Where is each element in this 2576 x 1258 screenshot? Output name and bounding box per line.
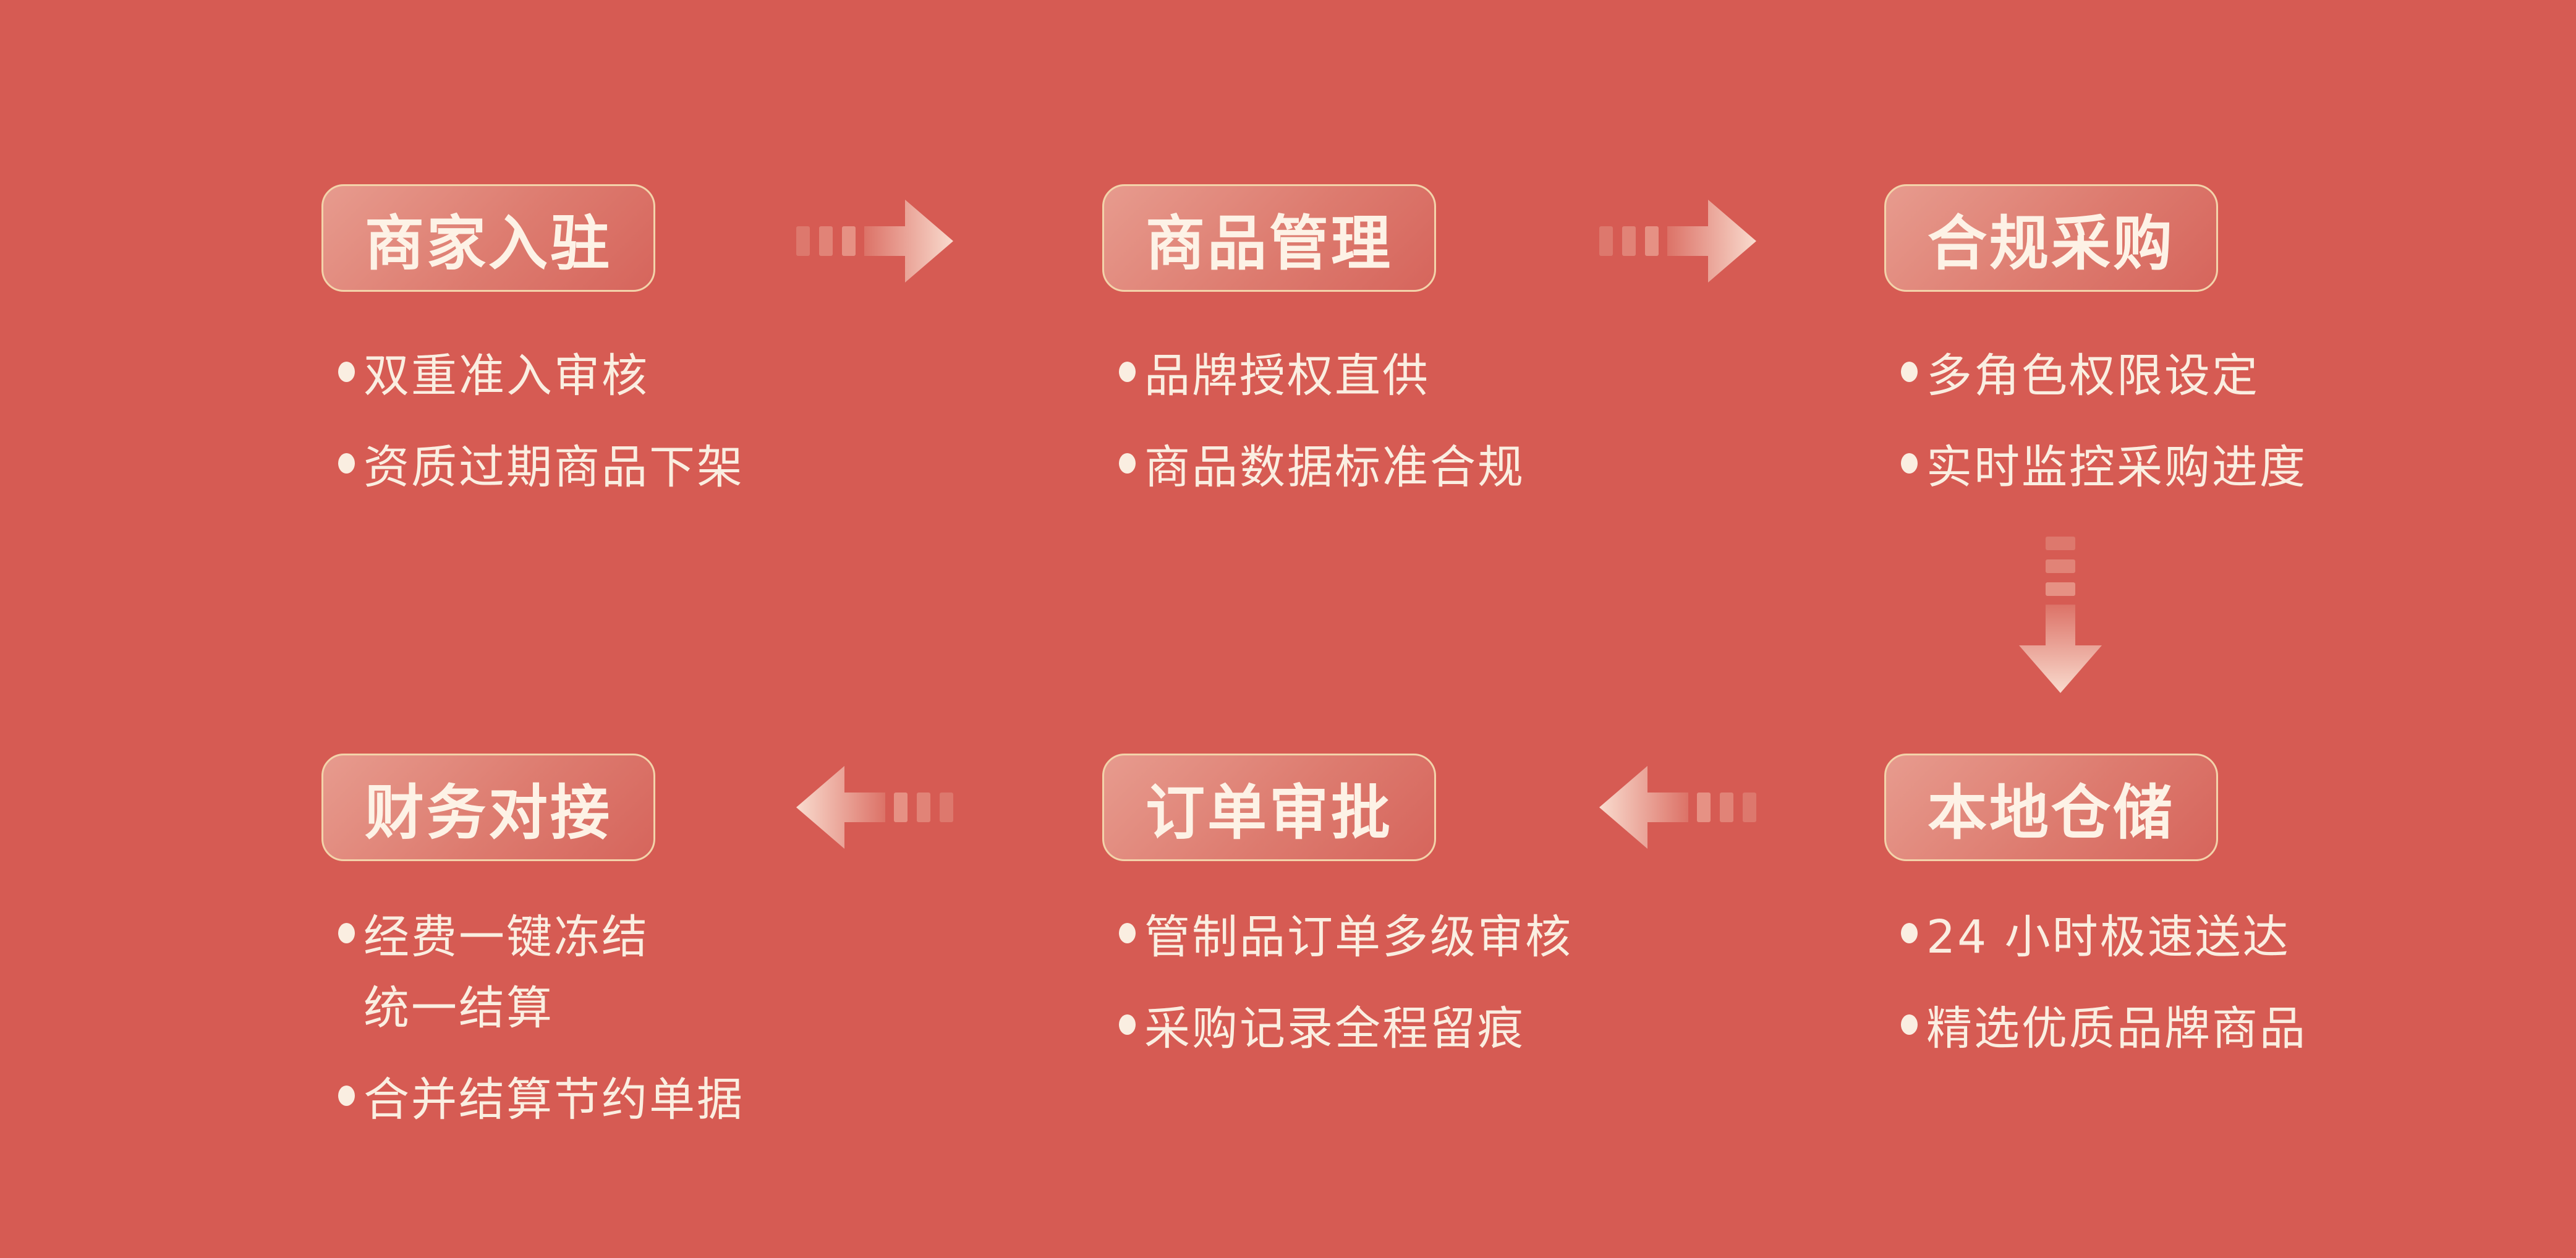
bullet-dot-icon	[1901, 453, 1918, 474]
bullet-text: 经费一键冻结	[363, 911, 649, 964]
step-box-product-management: 商品管理	[1102, 184, 1436, 292]
bullet-item-continuation: 统一结算	[338, 985, 744, 1031]
bullet-dot-icon	[338, 362, 355, 382]
bullet-item: 商品数据标准合规	[1119, 444, 1525, 490]
bullet-item: 合并结算节约单据	[338, 1077, 744, 1123]
step-box-compliant-procurement: 合规采购	[1884, 184, 2218, 292]
step-title: 本地仓储	[1928, 778, 2175, 848]
bullet-text: 统一结算	[363, 982, 554, 1035]
bullet-item: 资质过期商品下架	[338, 444, 744, 490]
step-title: 订单审批	[1146, 778, 1393, 848]
flow-arrow-down-icon	[2019, 537, 2102, 693]
flow-arrow-left-icon	[796, 766, 953, 849]
bullet-dot-icon	[1901, 923, 1918, 943]
bullet-item: 双重准入审核	[338, 353, 744, 399]
bullet-text: 双重准入审核	[363, 349, 649, 402]
bullet-item: 管制品订单多级审核	[1119, 914, 1573, 960]
bullet-text: 商品数据标准合规	[1144, 441, 1525, 494]
step-bullets-compliant-procurement: 多角色权限设定 实时监控采购进度	[1901, 353, 2307, 536]
step-bullets-order-approval: 管制品订单多级审核 采购记录全程留痕	[1119, 914, 1573, 1097]
bullet-item: 多角色权限设定	[1901, 353, 2307, 399]
bullet-item: 品牌授权直供	[1119, 353, 1525, 399]
bullet-dot-icon	[338, 453, 355, 474]
step-box-finance-integration: 财务对接	[321, 754, 655, 861]
step-title: 商品管理	[1146, 208, 1393, 278]
bullet-text: 精选优质品牌商品	[1926, 1002, 2307, 1055]
bullet-text: 多角色权限设定	[1926, 349, 2259, 402]
step-box-order-approval: 订单审批	[1102, 754, 1436, 861]
bullet-dot-icon	[1119, 923, 1136, 943]
step-box-local-warehousing: 本地仓储	[1884, 754, 2218, 861]
bullet-item: 实时监控采购进度	[1901, 444, 2307, 490]
step-bullets-finance-integration: 经费一键冻结 统一结算 合并结算节约单据	[338, 914, 744, 1168]
flow-arrow-left-icon	[1599, 766, 1756, 849]
bullet-item: 采购记录全程留痕	[1119, 1006, 1573, 1052]
bullet-text: 实时监控采购进度	[1926, 441, 2307, 494]
bullet-item: 24 小时极速送达	[1901, 914, 2307, 960]
bullet-item: 经费一键冻结	[338, 914, 744, 960]
step-bullets-product-management: 品牌授权直供 商品数据标准合规	[1119, 353, 1525, 536]
step-title: 合规采购	[1928, 208, 2175, 278]
bullet-dot-icon	[1119, 1014, 1136, 1035]
step-title: 商家入驻	[365, 208, 612, 278]
bullet-dot-icon	[1901, 1014, 1918, 1035]
bullet-dot-icon	[338, 1086, 355, 1106]
bullet-dot-icon	[1119, 453, 1136, 474]
flow-arrow-right-icon	[1599, 200, 1756, 283]
flow-arrow-right-icon	[796, 200, 953, 283]
bullet-text: 24 小时极速送达	[1926, 911, 2290, 964]
bullet-text: 资质过期商品下架	[363, 441, 744, 494]
step-box-merchant-onboarding: 商家入驻	[321, 184, 655, 292]
step-bullets-local-warehousing: 24 小时极速送达 精选优质品牌商品	[1901, 914, 2307, 1097]
step-title: 财务对接	[365, 778, 612, 848]
bullet-dot-icon	[1901, 362, 1918, 382]
bullet-text: 品牌授权直供	[1144, 349, 1430, 402]
step-bullets-merchant-onboarding: 双重准入审核 资质过期商品下架	[338, 353, 744, 536]
bullet-dot-icon	[338, 923, 355, 943]
bullet-text: 管制品订单多级审核	[1144, 911, 1573, 964]
bullet-text: 合并结算节约单据	[363, 1073, 744, 1126]
bullet-text: 采购记录全程留痕	[1144, 1002, 1525, 1055]
bullet-item: 精选优质品牌商品	[1901, 1006, 2307, 1052]
bullet-dot-icon	[1119, 362, 1136, 382]
